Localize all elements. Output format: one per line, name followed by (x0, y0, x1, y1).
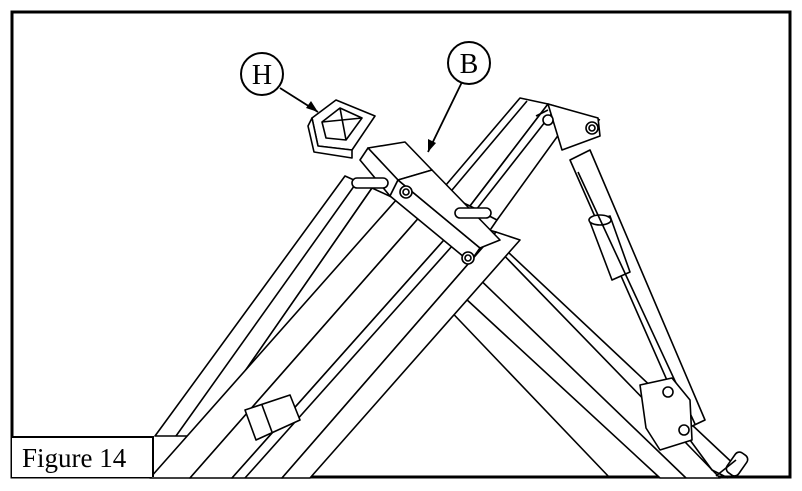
callout-h-circle (240, 52, 284, 96)
callout-b-circle (447, 41, 491, 85)
figure-caption: Figure 14 (12, 436, 154, 477)
callout-b-label: B (460, 49, 479, 80)
upper-tube (351, 141, 501, 265)
callout-h-label: H (252, 60, 272, 91)
callout-leader-b (427, 81, 463, 153)
cross-brace (244, 394, 301, 441)
end-cap-part (307, 99, 376, 159)
crank-bracket (639, 377, 749, 479)
